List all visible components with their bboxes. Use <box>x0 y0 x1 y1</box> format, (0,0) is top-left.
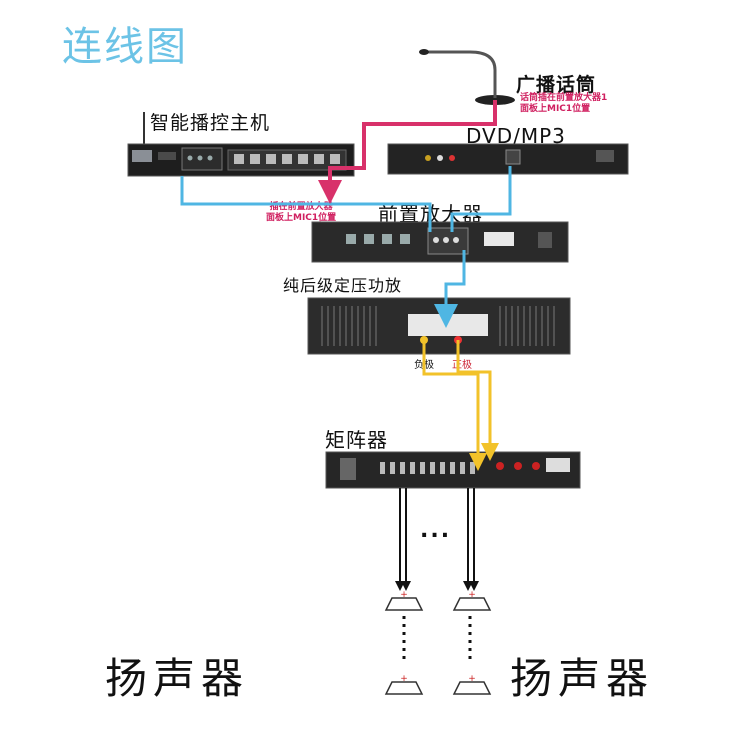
host-note: 插在前置放大器 面板上MIC1位置 <box>266 202 336 224</box>
dvd-unit <box>387 143 629 175</box>
host-note-line2: 面板上MIC1位置 <box>266 213 337 223</box>
speaker-cables <box>395 488 479 591</box>
speaker-icon: + <box>452 674 492 695</box>
microphone-label: 广播话筒 <box>516 74 597 96</box>
preamp-unit <box>311 221 569 263</box>
host-note-line1: 插在前置放大器 <box>269 202 333 212</box>
positive-terminal-label: 正极 <box>452 360 472 371</box>
blue-cables <box>180 166 512 328</box>
diagram-title: 连线图 <box>62 24 188 70</box>
speaker-chain-dots <box>402 616 472 662</box>
mic-note-line1: 话筒插在前置放大器1 <box>520 93 608 103</box>
speaker-icon: + <box>452 590 492 611</box>
matrix-unit <box>325 451 581 489</box>
host-label: 智能播控主机 <box>150 112 271 134</box>
svg-text:+: + <box>468 674 476 684</box>
svg-text:+: + <box>400 590 408 600</box>
more-speakers-ellipsis: ... <box>420 518 452 543</box>
speaker-icon: + <box>384 590 424 611</box>
svg-text:+: + <box>400 674 408 684</box>
speaker-icon: + <box>384 674 424 695</box>
amplifier-label: 纯后级定压功放 <box>283 276 403 295</box>
mic-note: 话筒插在前置放大器1 面板上MIC1位置 <box>520 93 607 115</box>
svg-text:+: + <box>468 590 476 600</box>
speaker-label-right: 扬声器 <box>510 654 655 703</box>
matrix-label: 矩阵器 <box>325 428 388 452</box>
amplifier-unit <box>307 297 571 355</box>
red-cable <box>318 100 497 204</box>
mic-note-line2: 面板上MIC1位置 <box>520 104 591 114</box>
microphone-device <box>419 49 515 105</box>
smart-host-unit <box>127 112 355 177</box>
speaker-label-left: 扬声器 <box>105 654 250 703</box>
yellow-cables <box>422 340 499 471</box>
